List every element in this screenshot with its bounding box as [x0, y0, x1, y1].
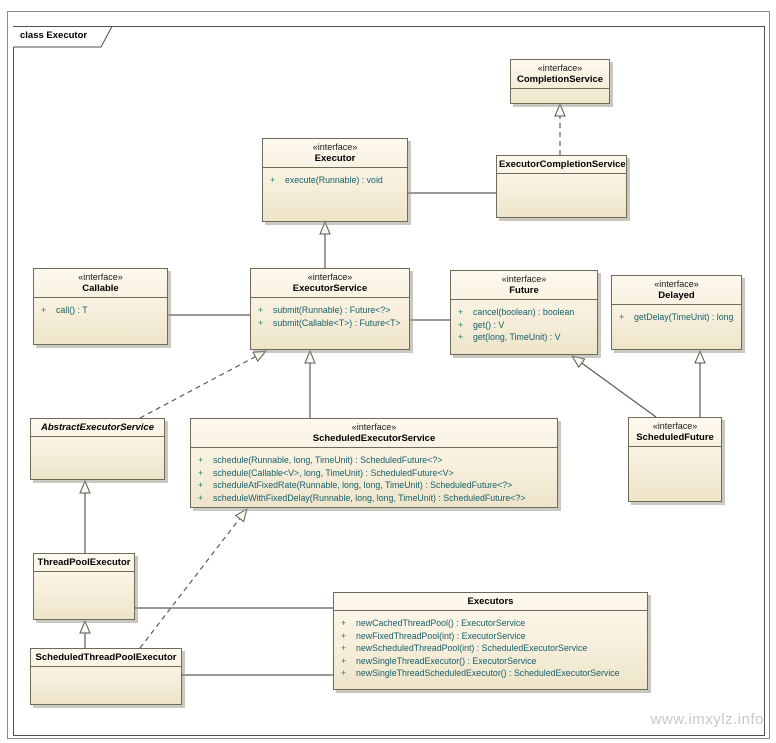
- class-executor-service[interactable]: «interface»ExecutorService+submit(Runnab…: [250, 268, 410, 350]
- class-header: AbstractExecutorService: [31, 419, 164, 437]
- class-scheduled-executor-service[interactable]: «interface»ScheduledExecutorService +sche…: [190, 418, 558, 508]
- class-name: ScheduledThreadPoolExecutor: [35, 652, 177, 663]
- class-name: ExecutorCompletionService: [499, 159, 626, 170]
- stereotype-label: «interface»: [312, 142, 358, 152]
- class-scheduled-future[interactable]: «interface»ScheduledFuture: [628, 417, 722, 502]
- class-future[interactable]: «interface»Future+cancel(boolean) : bool…: [450, 270, 598, 355]
- image-border: [7, 11, 770, 739]
- stereotype-label: «interface»: [307, 272, 353, 282]
- class-operations: +cancel(boolean) : boolean +get() : V +get…: [451, 300, 597, 346]
- class-header: «interface»Callable: [34, 269, 167, 298]
- operation: +getDelay(TimeUnit) : long: [619, 312, 734, 322]
- watermark-text: www.imxylz.info: [650, 711, 764, 728]
- operation: +submit(Callable<T>) : Future<T>: [258, 317, 401, 328]
- operation: +schedule(Callable<V>, long, TimeUnit) :…: [198, 467, 454, 478]
- operation: +get() : V: [458, 319, 505, 330]
- class-name: ScheduledFuture: [636, 432, 714, 443]
- operation: +scheduleAtFixedRate(Runnable, long, lon…: [198, 480, 513, 491]
- stereotype-label: «interface»: [78, 272, 123, 282]
- diagram-frame: [13, 26, 765, 736]
- operation: +scheduleWithFixedDelay(Runnable, long, …: [198, 492, 526, 503]
- class-executors[interactable]: Executors +newCachedThreadPool() : Execut…: [333, 592, 648, 690]
- class-header: «interface»ScheduledFuture: [629, 418, 721, 447]
- operation: +execute(Runnable) : void: [270, 175, 383, 185]
- class-operations: +execute(Runnable) : void: [263, 168, 407, 189]
- class-header: «interface»CompletionService: [511, 60, 609, 89]
- class-name: Executor: [314, 153, 356, 164]
- frame-label: class Executor: [20, 30, 88, 41]
- class-operations: [629, 447, 721, 455]
- class-thread-pool-executor[interactable]: ThreadPoolExecutor: [33, 553, 135, 620]
- class-name: ExecutorService: [292, 283, 368, 294]
- stereotype-label: «interface»: [654, 279, 699, 289]
- class-operations: +newCachedThreadPool() : ExecutorService…: [334, 611, 647, 682]
- class-header: Executors: [334, 593, 647, 611]
- class-name: ScheduledExecutorService: [312, 433, 436, 444]
- operation: +get(long, TimeUnit) : V: [458, 332, 561, 343]
- stereotype-label: «interface»: [652, 421, 698, 431]
- class-header: ExecutorCompletionService: [497, 156, 626, 174]
- class-header: «interface»ScheduledExecutorService: [191, 419, 557, 448]
- operation: +call() : T: [41, 305, 88, 315]
- operation: +schedule(Runnable, long, TimeUnit) : Sc…: [198, 455, 443, 465]
- class-delayed[interactable]: «interface»Delayed +getDelay(TimeUnit) : …: [611, 275, 742, 350]
- class-header: ScheduledThreadPoolExecutor: [31, 649, 181, 667]
- stereotype-label: «interface»: [351, 422, 397, 432]
- stereotype-label: «interface»: [537, 63, 583, 73]
- operation: +cancel(boolean) : boolean: [458, 307, 575, 317]
- class-operations: +schedule(Runnable, long, TimeUnit) : Sc…: [191, 448, 557, 506]
- class-name: Callable: [82, 283, 119, 294]
- class-name: Delayed: [658, 290, 695, 301]
- operation: +newCachedThreadPool() : ExecutorService: [341, 618, 526, 628]
- class-header: «interface»ExecutorService: [251, 269, 409, 298]
- class-operations: [511, 89, 609, 97]
- operation: +newScheduledThreadPool(int) : Scheduled…: [341, 643, 588, 654]
- class-operations: [31, 437, 164, 445]
- class-executor[interactable]: «interface»Executor +execute(Runnable) : …: [262, 138, 408, 222]
- class-operations: +submit(Runnable) : Future<?> +submit(Cal…: [251, 298, 409, 331]
- class-name: CompletionService: [516, 74, 604, 85]
- class-header: «interface»Delayed: [612, 276, 741, 305]
- class-operations: [34, 572, 134, 580]
- operation: +submit(Runnable) : Future<?>: [258, 305, 391, 315]
- class-header: «interface»Future: [451, 271, 597, 300]
- class-name: Executors: [467, 596, 514, 607]
- operation: +newSingleThreadScheduledExecutor() : Sc…: [341, 668, 620, 679]
- class-scheduled-thread-pool-executor[interactable]: ScheduledThreadPoolExecutor: [30, 648, 182, 705]
- class-header: ThreadPoolExecutor: [34, 554, 134, 572]
- stereotype-label: «interface»: [501, 274, 547, 284]
- frame-tab: [13, 26, 113, 48]
- class-executor-completion-service[interactable]: ExecutorCompletionService: [496, 155, 627, 218]
- class-operations: +call() : T: [34, 298, 167, 319]
- class-name: ThreadPoolExecutor: [37, 557, 131, 568]
- class-callable[interactable]: «interface»Callable +call() : T: [33, 268, 168, 345]
- class-name: Future: [509, 285, 539, 296]
- operation: +newSingleThreadExecutor() : ExecutorSer…: [341, 655, 537, 666]
- class-operations: [31, 667, 181, 675]
- class-operations: +getDelay(TimeUnit) : long: [612, 305, 741, 326]
- class-name: AbstractExecutorService: [41, 422, 154, 433]
- class-header: «interface»Executor: [263, 139, 407, 168]
- class-completion-service[interactable]: «interface»CompletionService: [510, 59, 610, 104]
- operation: +newFixedThreadPool(int) : ExecutorServi…: [341, 630, 526, 641]
- class-abstract-executor-service[interactable]: AbstractExecutorService: [30, 418, 165, 480]
- class-operations: [497, 174, 626, 182]
